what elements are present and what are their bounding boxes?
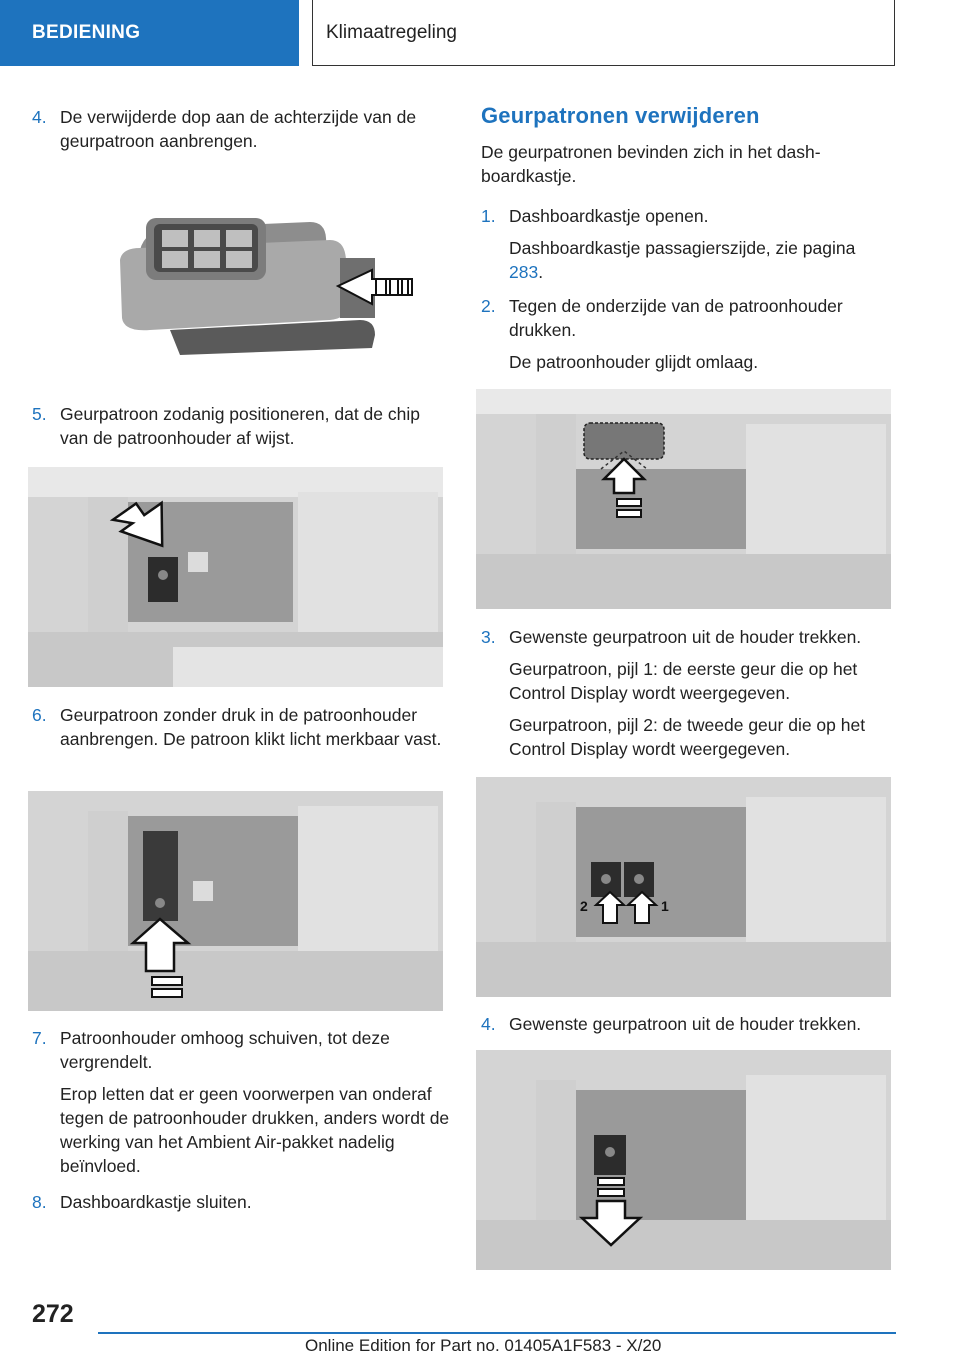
step-text: De verwijderde dop aan de achterzijde va…: [60, 107, 417, 151]
step-text: Gewenste geurpatroon uit de houder trekk…: [509, 1014, 862, 1034]
section-tab: BEDIENING: [0, 0, 299, 66]
step-number: 3.: [481, 627, 496, 647]
step-text: Tegen de onderzijde van de patroonhouder…: [509, 296, 843, 340]
section-intro: De geurpatronen bevinden zich in het das…: [481, 142, 821, 186]
step-text: Geurpatroon zonder druk in de patroonhou…: [60, 705, 442, 749]
right-step-2: 2. Tegen de onderzijde van de patroonhou…: [481, 294, 891, 382]
step-note: Geurpatroon, pijl 1: de eerste geur die …: [509, 659, 858, 703]
step-note: De patroonhouder glijdt omlaag.: [509, 352, 759, 372]
holder-release-photo: [476, 389, 891, 609]
cartridge-press-photo: [28, 791, 443, 1011]
right-step-4: 4. Gewenste geurpatroon uit de houder tr…: [481, 1012, 901, 1044]
page-number: 272: [32, 1300, 74, 1328]
step-number: 6.: [32, 705, 47, 725]
arrow-1-label: 1: [661, 898, 669, 914]
chapter-title: Klimaatregeling: [326, 21, 457, 43]
step-number: 7.: [32, 1028, 47, 1048]
step-number: 4.: [481, 1014, 496, 1034]
footer-divider: [98, 1332, 896, 1334]
right-step-1: 1. Dashboardkastje openen. Dashboardkast…: [481, 204, 891, 292]
left-step-4: 4. De verwijderde dop aan de achterzijde…: [32, 105, 452, 161]
step-number: 4.: [32, 107, 47, 127]
glovebox-insert-photo: [28, 467, 443, 687]
cartridge-cap-illustration: [110, 200, 430, 365]
step-text: Gewenste geurpatroon uit de houder trekk…: [509, 627, 862, 647]
section-heading: Geurpatronen verwijderen: [481, 103, 760, 128]
arrow-2-label: 2: [580, 898, 588, 914]
step-number: 8.: [32, 1192, 47, 1212]
step-text: Patroonhouder omhoog schuiven, tot deze …: [60, 1028, 390, 1072]
left-step-7: 7. Patroonhouder omhoog schuiven, tot de…: [32, 1026, 452, 1186]
step-note: Geurpatroon, pijl 2: de tweede geur die …: [509, 715, 866, 759]
step-number: 5.: [32, 404, 47, 424]
left-step-8: 8. Dashboardkastje sluiten.: [32, 1190, 452, 1222]
step-number: 1.: [481, 206, 496, 226]
step-text: Geurpatroon zodanig positioneren, dat de…: [60, 404, 420, 448]
two-cartridges-photo: 2 1: [476, 777, 891, 997]
right-step-3: 3. Gewenste geurpatroon uit de houder tr…: [481, 625, 901, 769]
chapter-title-box: Klimaatregeling: [312, 0, 895, 66]
step-note: Dashboardkastje passagierszijde, zie pa­…: [509, 238, 856, 282]
step-text: Dashboardkastje sluiten.: [60, 1192, 252, 1212]
left-step-6: 6. Geurpatroon zonder druk in de patroon…: [32, 703, 452, 759]
page-link[interactable]: 283: [509, 262, 539, 282]
cartridge-pull-photo: [476, 1050, 891, 1270]
step-number: 2.: [481, 296, 496, 316]
section-label: BEDIENING: [32, 22, 141, 43]
step-note: Erop letten dat er geen voorwerpen van o…: [60, 1084, 450, 1176]
edition-text: Online Edition for Part no. 01405A1F583 …: [305, 1336, 662, 1355]
step-text: Dashboardkastje openen.: [509, 206, 709, 226]
left-step-5: 5. Geurpatroon zodanig positioneren, dat…: [32, 402, 452, 458]
